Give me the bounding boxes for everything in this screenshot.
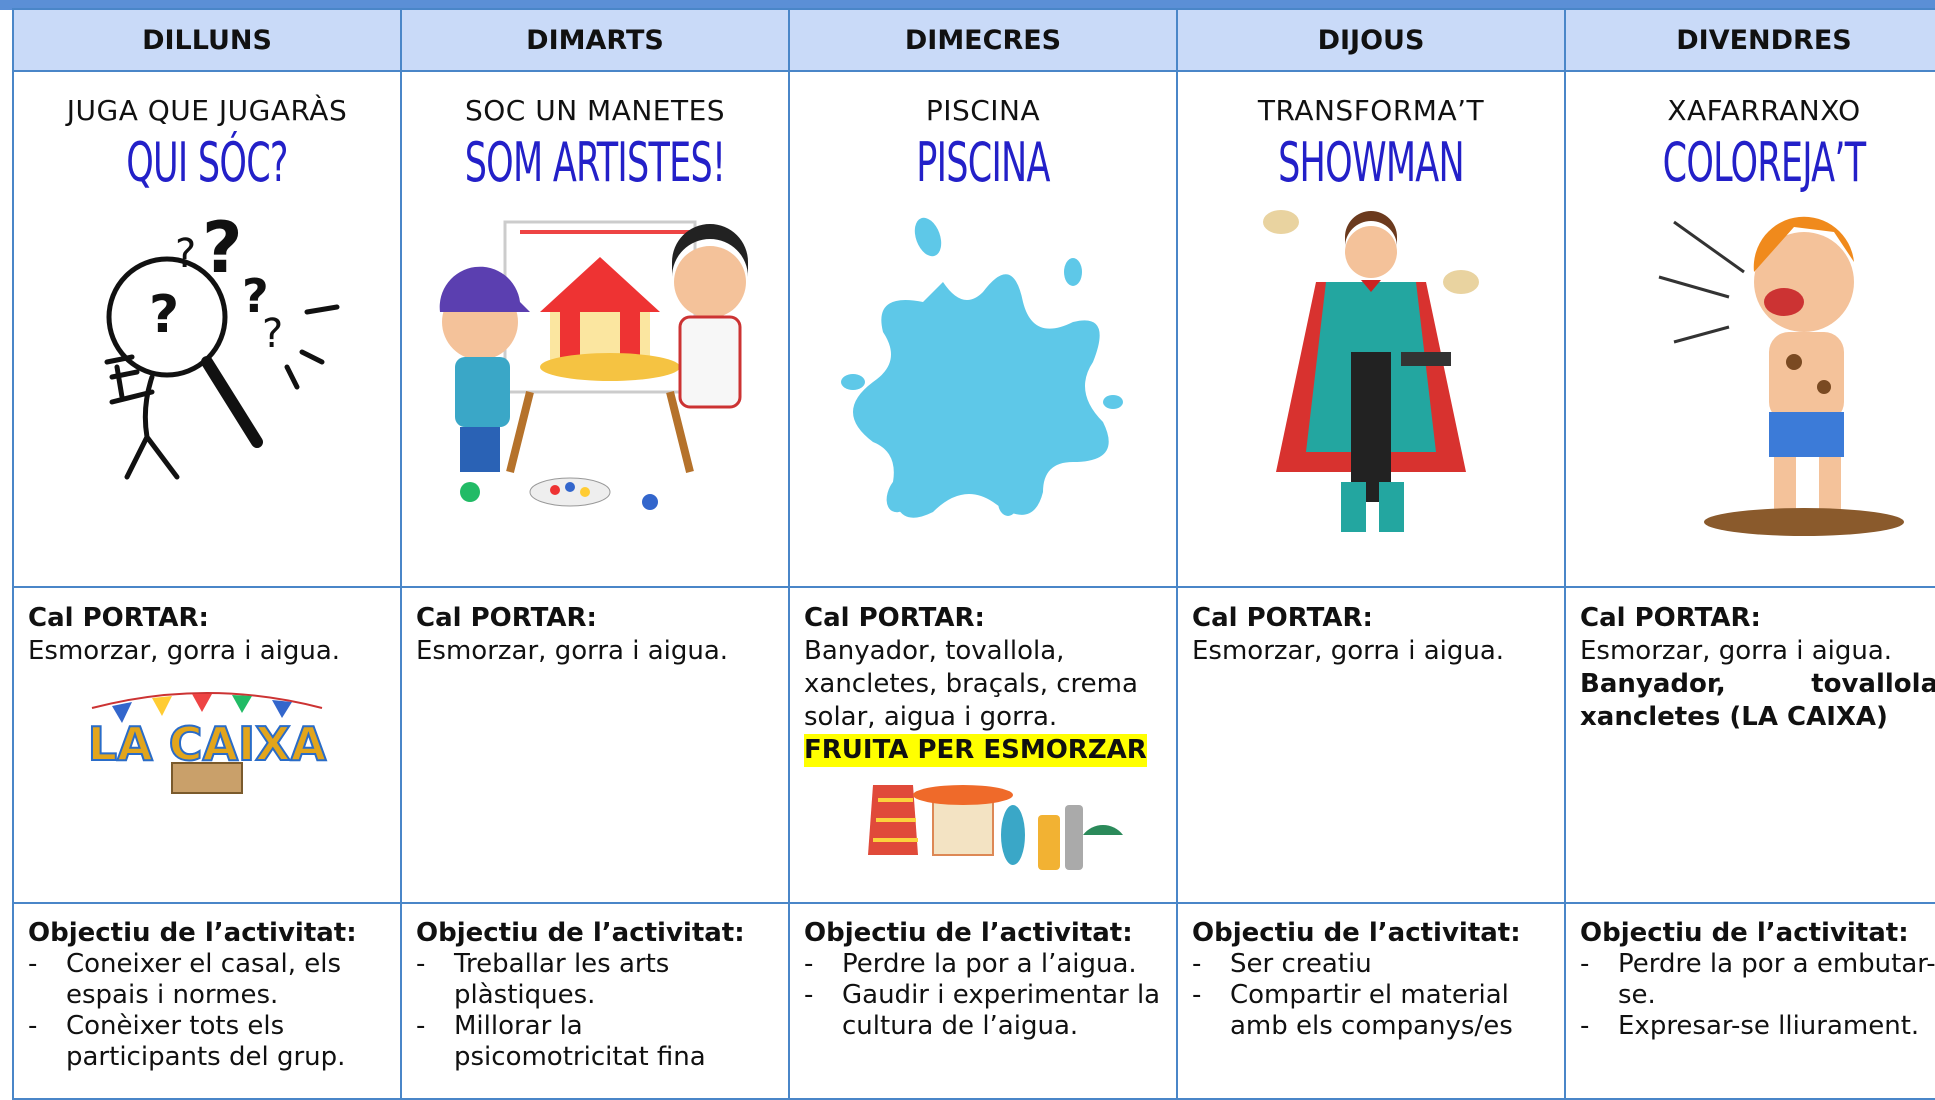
objective-cell-tuesday: Objectiu de l’activitat: Treballar les a… xyxy=(400,902,790,1100)
objective-item: Millorar la psicomotricitat fina xyxy=(416,1011,774,1073)
objective-list: Coneixer el casal, els espais i normes. … xyxy=(28,949,386,1073)
activity-cell-monday: JUGA QUE JUGARÀS QUI SÓC? ? ? ? xyxy=(12,70,402,588)
bring-text: Banyador, tovallola, xancletes, braçals,… xyxy=(804,636,1138,732)
activity-cell-wednesday: PISCINA PISCINA xyxy=(788,70,1178,588)
svg-text:?: ? xyxy=(262,311,283,357)
objective-cell-wednesday: Objectiu de l’activitat: Perdre la por a… xyxy=(788,902,1178,1100)
svg-text:?: ? xyxy=(149,285,179,345)
beach-items-icon xyxy=(804,775,1162,884)
objective-cell-thursday: Objectiu de l’activitat: Ser creatiu Com… xyxy=(1176,902,1566,1100)
activity-cell-thursday: TRANSFORMA’T SHOWMAN xyxy=(1176,70,1566,588)
activity-title: PISCINA xyxy=(916,131,1050,194)
objective-item: Conèixer tots els participants del grup. xyxy=(28,1011,386,1073)
objective-heading: Objectiu de l’activitat: xyxy=(804,918,1133,948)
activity-subtitle: JUGA QUE JUGARÀS xyxy=(66,94,348,127)
activity-title: COLOREJA’T xyxy=(1662,131,1867,194)
bring-cell-wednesday: Cal PORTAR: Banyador, tovallola, xanclet… xyxy=(788,586,1178,904)
bring-cell-thursday: Cal PORTAR: Esmorzar, gorra i aigua. xyxy=(1176,586,1566,904)
activity-title: QUI SÓC? xyxy=(126,131,288,194)
svg-text:?: ? xyxy=(242,269,269,323)
kids-painting-icon xyxy=(403,202,787,542)
weekly-schedule-table: DILLUNS DIMARTS DIMECRES DIJOUS DIVENDRE… xyxy=(12,8,1935,1100)
objective-item: Ser creatiu xyxy=(1192,949,1550,980)
bring-text: Esmorzar, gorra i aigua. xyxy=(1192,636,1505,666)
bring-bold-text: Banyador, tovallola, xancletes (LA CAIXA… xyxy=(1580,669,1935,732)
day-header-monday: DILLUNS xyxy=(12,8,402,72)
svg-text:?: ? xyxy=(202,207,243,289)
day-header-row: DILLUNS DIMARTS DIMECRES DIJOUS DIVENDRE… xyxy=(12,8,1935,72)
activity-subtitle: TRANSFORMA’T xyxy=(1257,94,1485,127)
objective-cell-monday: Objectiu de l’activitat: Coneixer el cas… xyxy=(12,902,402,1100)
activity-title: SOM ARTISTES! xyxy=(464,131,726,194)
bring-cell-monday: Cal PORTAR: Esmorzar, gorra i aigua. LA … xyxy=(12,586,402,904)
objective-item: Coneixer el casal, els espais i normes. xyxy=(28,949,386,1011)
day-header-thursday: DIJOUS xyxy=(1176,8,1566,72)
activity-cell-tuesday: SOC UN MANETES SOM ARTISTES! xyxy=(400,70,790,588)
muddy-kid-icon xyxy=(1567,202,1935,542)
day-header-friday: DIVENDRES xyxy=(1564,8,1935,72)
activity-row: JUGA QUE JUGARÀS QUI SÓC? ? ? ? xyxy=(12,70,1935,588)
bring-text: Esmorzar, gorra i aigua. xyxy=(1580,636,1893,666)
activity-cell-friday: XAFARRANXO COLOREJA’T xyxy=(1564,70,1935,588)
la-caixa-logo: LA CAIXA xyxy=(28,678,386,807)
objective-list: Perdre la por a embutar-se. Expresar-se … xyxy=(1580,949,1935,1042)
bring-heading: Cal PORTAR: xyxy=(1192,603,1373,633)
svg-text:?: ? xyxy=(175,231,196,277)
activity-subtitle: SOC UN MANETES xyxy=(464,94,726,127)
objective-heading: Objectiu de l’activitat: xyxy=(28,918,357,948)
magician-icon xyxy=(1179,202,1563,542)
day-header-tuesday: DIMARTS xyxy=(400,8,790,72)
bring-heading: Cal PORTAR: xyxy=(1580,603,1761,633)
bring-cell-friday: Cal PORTAR: Esmorzar, gorra i aigua. Ban… xyxy=(1564,586,1935,904)
activity-subtitle: PISCINA xyxy=(925,94,1041,127)
objective-item: Expresar-se lliurament. xyxy=(1580,1011,1935,1042)
objective-row: Objectiu de l’activitat: Coneixer el cas… xyxy=(12,902,1935,1100)
objective-heading: Objectiu de l’activitat: xyxy=(416,918,745,948)
activity-subtitle: XAFARRANXO xyxy=(1667,94,1861,127)
objective-item: Compartir el material amb els companys/e… xyxy=(1192,980,1550,1042)
objective-item: Perdre la por a embutar-se. xyxy=(1580,949,1935,1011)
day-header-wednesday: DIMECRES xyxy=(788,8,1178,72)
objective-list: Ser creatiu Compartir el material amb el… xyxy=(1192,949,1550,1042)
bring-heading: Cal PORTAR: xyxy=(416,603,597,633)
activity-title: SHOWMAN xyxy=(1278,131,1465,194)
bring-text: Esmorzar, gorra i aigua. xyxy=(416,636,729,666)
bring-row: Cal PORTAR: Esmorzar, gorra i aigua. LA … xyxy=(12,586,1935,904)
objective-list: Treballar les arts plàstiques. Millorar … xyxy=(416,949,774,1073)
objective-cell-friday: Objectiu de l’activitat: Perdre la por a… xyxy=(1564,902,1935,1100)
objective-list: Perdre la por a l’aigua. Gaudir i experi… xyxy=(804,949,1162,1042)
objective-heading: Objectiu de l’activitat: xyxy=(1580,918,1909,948)
bring-cell-tuesday: Cal PORTAR: Esmorzar, gorra i aigua. xyxy=(400,586,790,904)
bring-highlight: FRUITA PER ESMORZAR xyxy=(804,734,1147,767)
water-splash-icon xyxy=(791,202,1175,542)
objective-item: Treballar les arts plàstiques. xyxy=(416,949,774,1011)
bring-heading: Cal PORTAR: xyxy=(28,603,209,633)
objective-item: Perdre la por a l’aigua. xyxy=(804,949,1162,980)
objective-heading: Objectiu de l’activitat: xyxy=(1192,918,1521,948)
top-bar xyxy=(0,0,1935,10)
question-magnifier-icon: ? ? ? ? ? xyxy=(15,202,399,542)
objective-item: Gaudir i experimentar la cultura de l’ai… xyxy=(804,980,1162,1042)
bring-heading: Cal PORTAR: xyxy=(804,603,985,633)
bring-text: Esmorzar, gorra i aigua. xyxy=(28,636,341,666)
